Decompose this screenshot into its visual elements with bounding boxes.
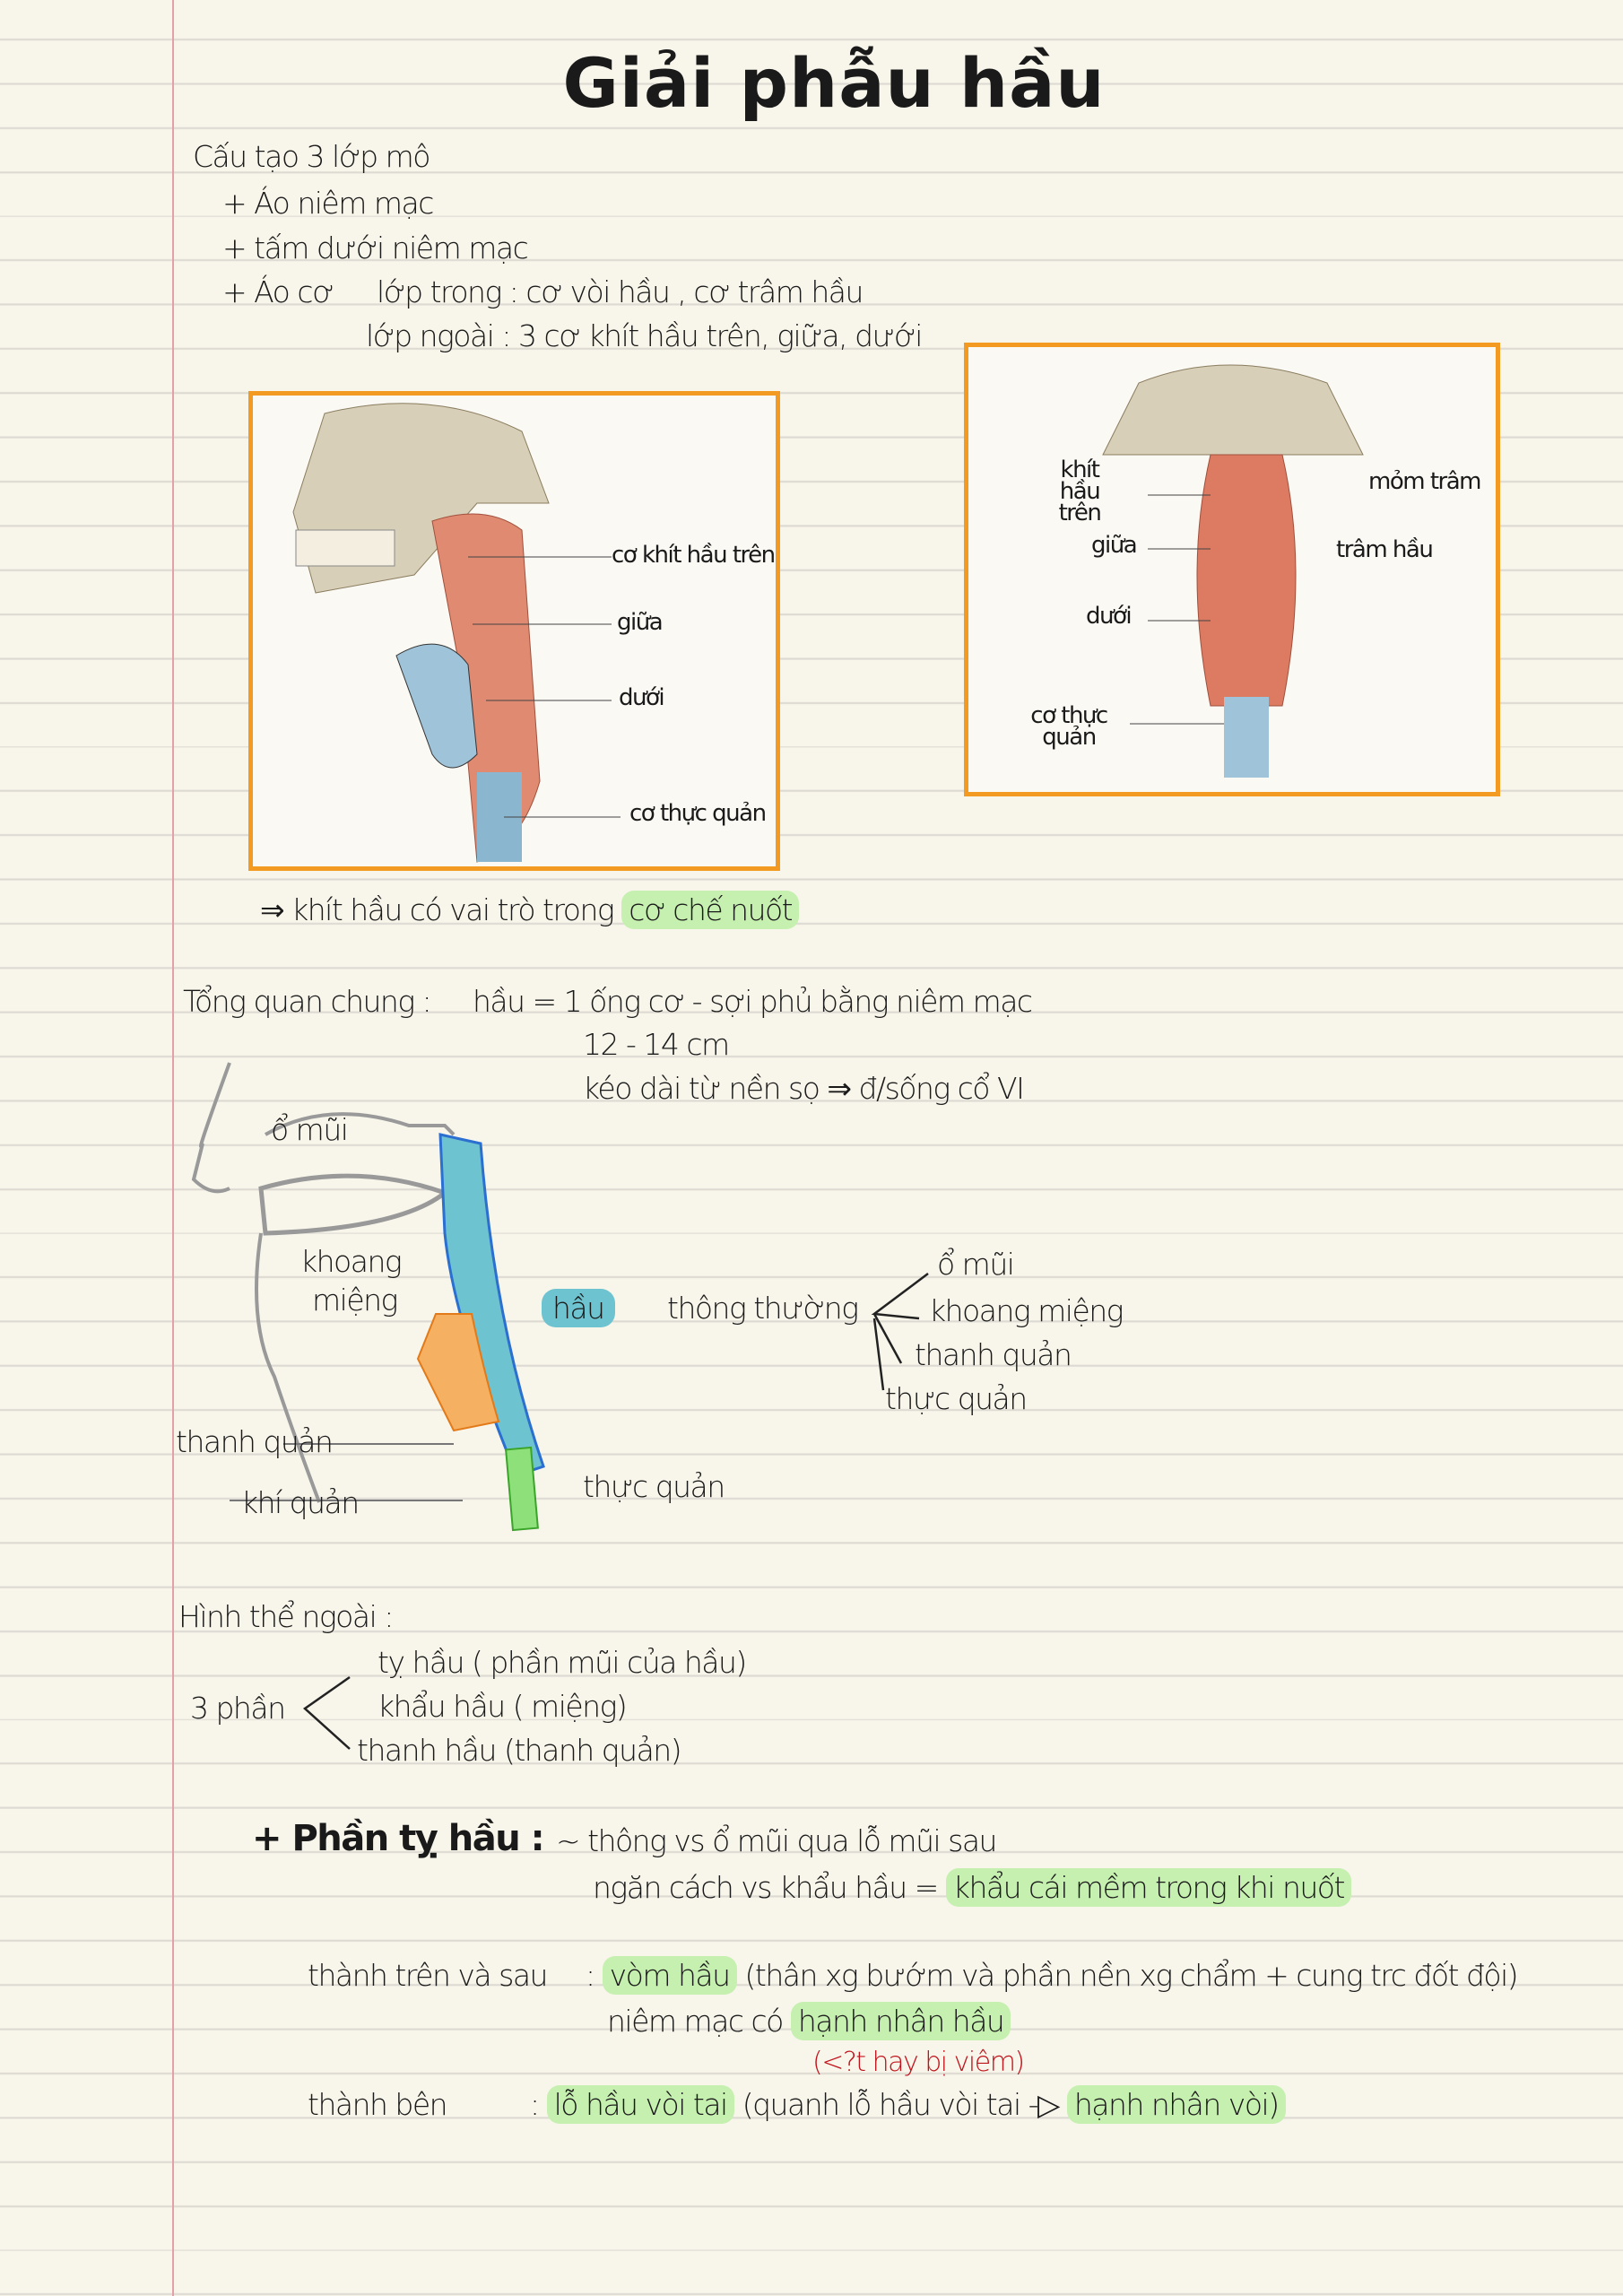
lateral-wall-label: thành bên [308,2087,448,2122]
highlight: hạnh nhân vòi) [1066,2085,1286,2124]
larynx-label: thanh quản [176,1424,334,1459]
branch-item: khoang miệng [929,1293,1124,1328]
branch-item: thanh quản [915,1337,1072,1372]
branch-item: ổ mũi [937,1247,1015,1282]
line-text: (quanh lỗ hầu vòi tai -▷ [742,2087,1061,2122]
structure-item: + Áo cơ [222,274,334,309]
outer-layer: lớp ngoài : 3 cơ khít hầu trên, giữa, dư… [366,318,923,353]
highlight: vòm hầu [602,1956,737,1995]
figure2-label: cơ thực quản [1030,702,1108,751]
overview-line: hầu = 1 ống cơ - sợi phủ bằng niêm mạc [473,984,1033,1019]
figure1-label: cơ thực quản [629,800,767,827]
lateral-wall-desc: : lỗ hầu vòi tai (quanh lỗ hầu vòi tai -… [530,2085,1286,2124]
nasopharynx-line: ~ thông vs ổ mũi qua lỗ mũi sau [556,1823,997,1858]
branch-item: thực quản [885,1381,1028,1416]
nasopharynx-line: ngăn cách vs khẩu hầu = khẩu cái mềm tro… [593,1868,1351,1907]
highlight: khẩu cái mềm trong khi nuốt [945,1868,1351,1907]
esophagus-label: thực quản [583,1469,725,1504]
nasopharynx-heading: + Phần tỵ hầu : [252,1818,545,1859]
colon: : [530,2087,540,2122]
oral-cavity-label: khoang [300,1244,403,1279]
trachea-label: khí quản [241,1485,360,1520]
part-item: tỵ hầu ( phần mũi của hầu) [378,1645,747,1680]
part-item: thanh hầu (thanh quản) [357,1733,682,1768]
red-note: (<?t hay bị viêm) [812,2047,1025,2078]
line-text: niêm mạc có [607,2004,784,2039]
figure2-label: khít hầu trên [1058,457,1102,526]
mucosa-line: niêm mạc có hạnh nhân hầu [607,2002,1011,2040]
oral-cavity-label: miệng [312,1283,398,1318]
parts-label: 3 phần [190,1691,286,1726]
highlight: lỗ hầu vòi tai [546,2085,734,2124]
figure1-label: dưới [619,684,665,711]
highlight: cơ chế nuốt [621,891,800,929]
lateral-anatomy-drawing [292,403,621,863]
figure2-label: giữa [1091,532,1138,559]
figure2-label: trâm hầu [1336,536,1434,563]
branch-bracket [871,1273,929,1391]
line-text: (thân xg bướm và phần nền xg chẩm + cung… [744,1958,1519,1993]
overview-line: 12 - 14 cm [583,1027,730,1062]
conclusion-text: ⇒ khít hầu có vai trò trong [260,892,615,927]
line-text: ngăn cách vs khẩu hầu = [593,1870,939,1905]
structure-heading: Cấu tạo 3 lớp mô [193,139,430,174]
part-item: khẩu hầu ( miệng) [378,1689,628,1724]
pharynx-badge: hầu [542,1289,615,1327]
structure-item: + Áo niêm mạc [222,186,434,221]
structure-item: + tấm dưới niêm mạc [222,230,529,265]
figure1-label: cơ khít hầu trên [612,542,776,569]
sagittal-diagram [191,1062,545,1532]
connects-label: thông thường [667,1291,859,1326]
conclusion: ⇒ khít hầu có vai trò trong cơ chế nuốt [260,891,800,929]
margin-line [172,0,174,2296]
external-heading: Hình thể ngoài : [178,1599,394,1634]
overview-line: kéo dài từ nền sọ ⇒ đ/sống cổ VI [583,1071,1025,1106]
inner-layer: lớp trong : cơ vòi hầu , cơ trâm hầu [377,274,864,309]
page-title: Giải phẫu hầu [562,43,1106,123]
posterior-anatomy-drawing [1102,364,1364,778]
parts-bracket [302,1675,351,1750]
lateral-pharynx-figure [248,391,780,871]
upper-wall-desc: : vòm hầu (thân xg bướm và phần nền xg c… [586,1956,1519,1995]
overview-heading: Tổng quan chung : [183,984,432,1019]
figure1-label: giữa [617,609,664,636]
nasal-cavity-label: ổ mũi [271,1112,349,1147]
highlight: hạnh nhân hầu [790,2002,1011,2040]
figure2-label: dưới [1086,603,1133,630]
figure2-label: mỏm trâm [1368,468,1481,495]
posterior-pharynx-figure [964,343,1500,796]
colon: : [586,1958,595,1993]
upper-wall-label: thành trên và sau [308,1958,548,1993]
